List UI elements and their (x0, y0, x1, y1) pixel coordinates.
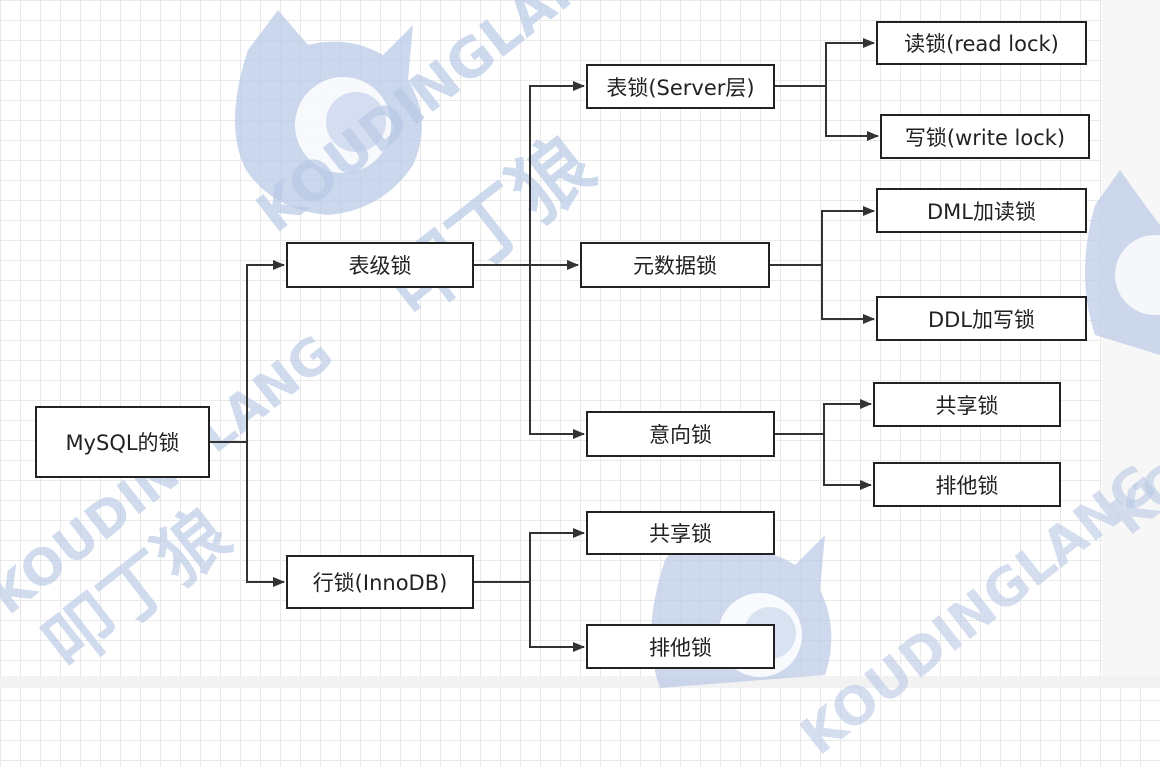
connector-lines (208, 38, 879, 652)
node-dml-read-lock: DML加读锁 (876, 188, 1087, 233)
root-node-mysql-locks: MySQL的锁 (35, 406, 210, 478)
node-ddl-write-lock: DDL加写锁 (876, 296, 1087, 341)
node-table-level-lock: 表级锁 (286, 242, 474, 288)
node-read-lock: 读锁(read lock) (876, 21, 1087, 65)
node-metadata-lock: 元数据锁 (580, 242, 770, 288)
node-row-exclusive-lock: 排他锁 (586, 624, 775, 669)
node-intention-exclusive-lock: 排他锁 (873, 462, 1061, 507)
node-table-lock-server: 表锁(Server层) (586, 64, 775, 109)
node-write-lock: 写锁(write lock) (880, 114, 1090, 159)
bottom-edge-panel (0, 676, 1160, 688)
node-intention-shared-lock: 共享锁 (873, 382, 1061, 427)
node-intention-lock: 意向锁 (586, 411, 775, 457)
node-row-shared-lock: 共享锁 (586, 511, 775, 555)
node-row-lock-innodb: 行锁(InnoDB) (286, 555, 474, 609)
